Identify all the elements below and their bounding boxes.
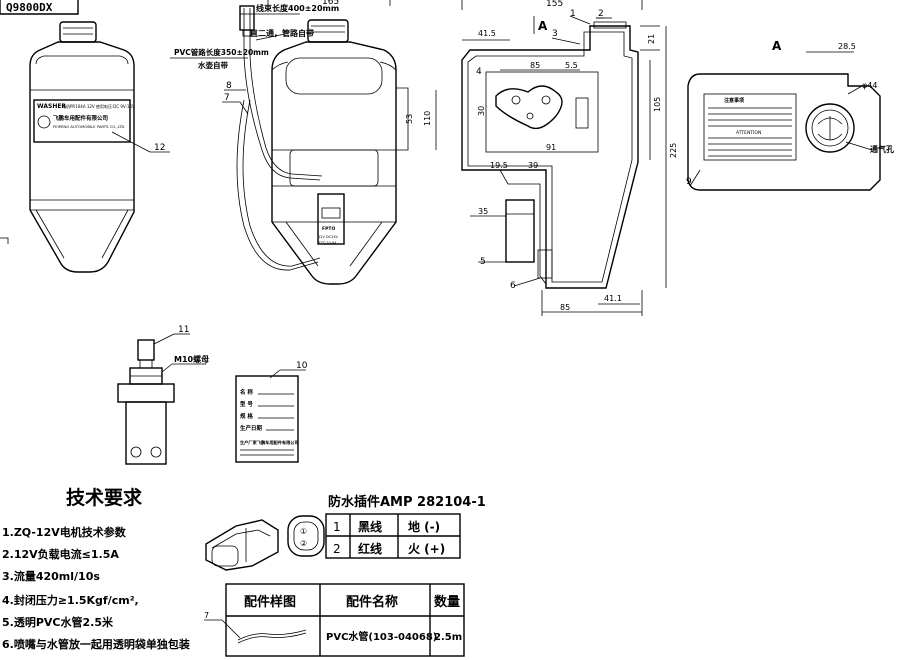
front-label-washer: WASHER — [37, 103, 66, 110]
callout-straight-pass: 直二通，管路自带 — [250, 28, 314, 38]
pump-model: 12V DC24V — [318, 235, 339, 239]
pin-mark-1: ① — [300, 527, 307, 536]
pin-mark-2: ② — [300, 539, 307, 548]
nozzle: 11 M10螺母 — [117, 325, 209, 465]
conn-row2-wire: 红线 — [358, 541, 382, 556]
section-view: 155 A 41.5 21 1 2 3 4 85 5.5 30 91 — [423, 0, 678, 316]
pump-code: ZZS-20-64 — [318, 241, 337, 245]
dim-28-5: 28.5 — [838, 42, 856, 51]
parts-header-image: 配件样图 — [244, 594, 296, 610]
dim-41-1: 41.1 — [604, 294, 622, 303]
callout-tank-self: 水壶自带 — [198, 60, 228, 70]
dim-85-bottom: 85 — [560, 303, 570, 312]
dim-53: 53 — [405, 114, 414, 124]
tech-item-6: 6.喷嘴与水管放一起用透明袋单独包装 — [2, 637, 190, 651]
tech-title: 技术要求 — [66, 486, 143, 509]
conn-row1-no: 1 — [333, 520, 341, 534]
tag-row-spec: 规 格 — [240, 412, 253, 420]
dim-165: 165 — [322, 0, 339, 7]
parts-table: 配件样图 配件名称 数量 7 PVC水管(103-04068) 2.5m — [204, 583, 465, 657]
side-view: 165 53 FPTO 12V DC24V ZZS-20-64 — [170, 0, 414, 285]
view-a: A 注意事项 ATTENTION 28.5 φ44 通气孔 9 — [686, 39, 894, 191]
tech-item-5: 5.透明PVC水管2.5米 — [2, 615, 114, 629]
item-10: 10 — [296, 361, 308, 371]
dim-39: 39 — [528, 161, 538, 170]
parts-header-name: 配件名称 — [346, 594, 398, 610]
connector-table: 防水插件AMP 282104-1 1 黑线 地 (-) 2 红线 火 (+) — [325, 494, 486, 559]
view-label: A — [772, 39, 782, 53]
part-number: Q9800DX — [6, 1, 53, 14]
dim-44: φ44 — [862, 81, 877, 90]
conn-row1-func: 地 (-) — [408, 519, 440, 534]
dim-155: 155 — [546, 0, 563, 9]
dim-110: 110 — [423, 111, 432, 126]
item-4: 4 — [476, 67, 482, 77]
front-label-spec: 电机PR104A 12V 使用电压:DC 9V-16V — [62, 103, 135, 109]
dim-91: 91 — [546, 143, 556, 152]
conn-row2-no: 2 — [333, 542, 341, 556]
dim-105: 105 — [653, 97, 662, 112]
dim-41-5: 41.5 — [478, 29, 496, 38]
connector-title: 防水插件AMP 282104-1 — [328, 494, 486, 510]
dim-35: 35 — [478, 207, 488, 216]
conn-row2-func: 火 (+) — [408, 542, 445, 556]
dim-19-5: 19.5 — [490, 161, 508, 170]
view-a-attention: ATTENTION — [736, 130, 761, 136]
tag-row-model: 型 号 — [240, 400, 253, 408]
front-view: WASHER 电机PR104A 12V 使用电压:DC 9V-16V 飞鹏车用配… — [0, 21, 170, 273]
tech-item-4: 4.封闭压力≥1.5Kgf/cm², — [2, 593, 139, 607]
dim-21: 21 — [647, 34, 656, 44]
dim-30: 30 — [477, 106, 486, 116]
dim-5-5: 5.5 — [565, 61, 578, 70]
pump-brand: FPTO — [322, 226, 335, 232]
section-label: A — [538, 19, 548, 33]
tech-requirements: 技术要求 1.ZQ-12V电机技术参数 2.12V负载电流≤1.5A 3.流量4… — [2, 486, 190, 651]
item-6: 6 — [510, 281, 516, 291]
front-label-company-cn: 飞鹏车用配件有限公司 — [53, 114, 108, 122]
tag-row-date: 生产日期 — [240, 424, 263, 432]
item-11: 11 — [178, 325, 189, 335]
tag-row-name: 名 称 — [240, 388, 253, 396]
conn-row1-wire: 黑线 — [358, 519, 382, 534]
parts-header-qty: 数量 — [434, 594, 460, 610]
item-3: 3 — [552, 29, 558, 39]
item-9: 9 — [686, 177, 692, 187]
tech-item-3: 3.流量420ml/10s — [2, 569, 100, 583]
connector-drawing: ① ② — [205, 515, 325, 571]
callout-nut: M10螺母 — [174, 354, 209, 364]
front-label-company-en: FEIPENG AUTOMOBILE PARTS CO.,LTD — [53, 124, 125, 129]
tag-footer: 生产厂家飞鹏车用配件有限公司 — [240, 439, 299, 446]
callout-cable-length: 线束长度400±20mm — [256, 3, 339, 13]
dim-225: 225 — [669, 143, 678, 158]
parts-row-qty: 2.5m — [434, 632, 462, 643]
view-a-title: 注意事项 — [724, 97, 744, 104]
item-8: 8 — [226, 81, 232, 91]
tech-item-2: 2.12V负载电流≤1.5A — [2, 547, 119, 561]
item-2: 2 — [598, 9, 604, 19]
parts-item-no: 7 — [204, 611, 209, 620]
item-12: 12 — [154, 143, 165, 153]
item-5: 5 — [480, 257, 486, 267]
product-tag: 10 名 称 型 号 规 格 生产日期 生产厂家飞鹏车用配件有限公司 — [235, 361, 308, 463]
callout-vent: 通气孔 — [870, 144, 894, 154]
item-1: 1 — [570, 9, 576, 19]
callout-pvc-length: PVC管路长度350±20mm — [174, 47, 269, 57]
tech-item-1: 1.ZQ-12V电机技术参数 — [2, 525, 127, 539]
parts-row-name: PVC水管(103-04068) — [326, 630, 437, 643]
item-7: 7 — [224, 93, 230, 103]
part-number-tab: Q9800DX — [0, 0, 79, 15]
dim-85-top: 85 — [530, 61, 540, 70]
